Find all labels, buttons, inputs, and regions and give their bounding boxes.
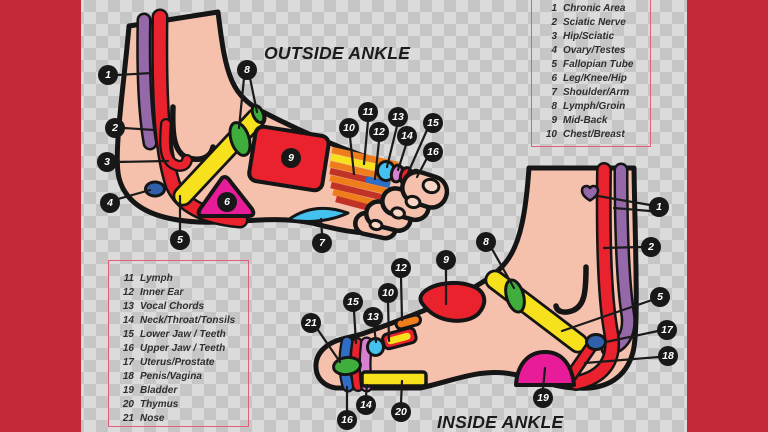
toenail <box>404 194 422 210</box>
callout-inside-13: 13 <box>363 307 383 327</box>
callout-inside-18: 18 <box>658 346 678 366</box>
right-red-bar <box>687 0 768 432</box>
callout-outside-2: 2 <box>105 118 125 138</box>
callout-outside-14: 14 <box>397 126 417 146</box>
toenail <box>368 218 384 232</box>
callout-inside-9: 9 <box>436 250 456 270</box>
outside-ankle-title: OUTSIDE ANKLE <box>264 43 411 63</box>
inside-ankle-foot <box>313 162 661 413</box>
toes <box>353 169 450 241</box>
callout-inside-14: 14 <box>356 395 376 415</box>
callout-outside-4: 4 <box>100 193 120 213</box>
callout-outside-7: 7 <box>312 233 332 253</box>
region-8-lymph-groin-a <box>228 121 252 157</box>
callout-outside-11: 11 <box>358 102 378 122</box>
outside-leader-lines <box>114 71 429 236</box>
callout-outside-8: 8 <box>237 60 257 80</box>
callout-inside-2: 2 <box>641 237 661 257</box>
callout-inside-21: 21 <box>301 313 321 333</box>
left-red-bar <box>0 0 81 432</box>
region-10-chest-breast <box>381 326 418 351</box>
callout-inside-19: 19 <box>533 388 553 408</box>
callout-inside-12: 12 <box>391 258 411 278</box>
callout-inside-5: 5 <box>650 287 670 307</box>
region-1-chronic-spot <box>580 184 600 202</box>
callout-outside-10: 10 <box>339 118 359 138</box>
callout-outside-12: 12 <box>369 122 389 142</box>
region-7-shoulder-arm <box>286 206 350 223</box>
callout-inside-1: 1 <box>649 197 669 217</box>
callout-outside-9: 9 <box>281 148 301 168</box>
callout-outside-1: 1 <box>98 65 118 85</box>
callout-outside-15: 15 <box>423 113 443 133</box>
callout-outside-5: 5 <box>170 230 190 250</box>
inside-ankle-title: INSIDE ANKLE <box>437 412 564 432</box>
callout-inside-15: 15 <box>343 292 363 312</box>
callout-outside-3: 3 <box>97 152 117 172</box>
outside-ankle-foot <box>114 8 450 241</box>
region-4-ovary-testes <box>144 180 166 198</box>
callout-outside-16: 16 <box>423 142 443 162</box>
region-8-lymph-groin-b <box>250 104 266 124</box>
region-17-uterus-prostate <box>585 333 607 351</box>
callout-outside-6: 6 <box>217 192 237 212</box>
callout-outside-13: 13 <box>388 107 408 127</box>
callout-inside-8: 8 <box>476 232 496 252</box>
callout-inside-10: 10 <box>378 283 398 303</box>
inside-leader-lines <box>316 194 661 413</box>
toenail <box>390 206 406 220</box>
callout-inside-16: 16 <box>337 410 357 430</box>
region-20-thymus <box>360 370 428 388</box>
callout-inside-20: 20 <box>391 402 411 422</box>
toenail <box>421 177 441 195</box>
region-9-mid-back <box>418 281 487 323</box>
region-12-inner-ear-stripe <box>365 175 391 189</box>
heel-crease-mark <box>553 264 589 315</box>
callout-inside-17: 17 <box>657 320 677 340</box>
